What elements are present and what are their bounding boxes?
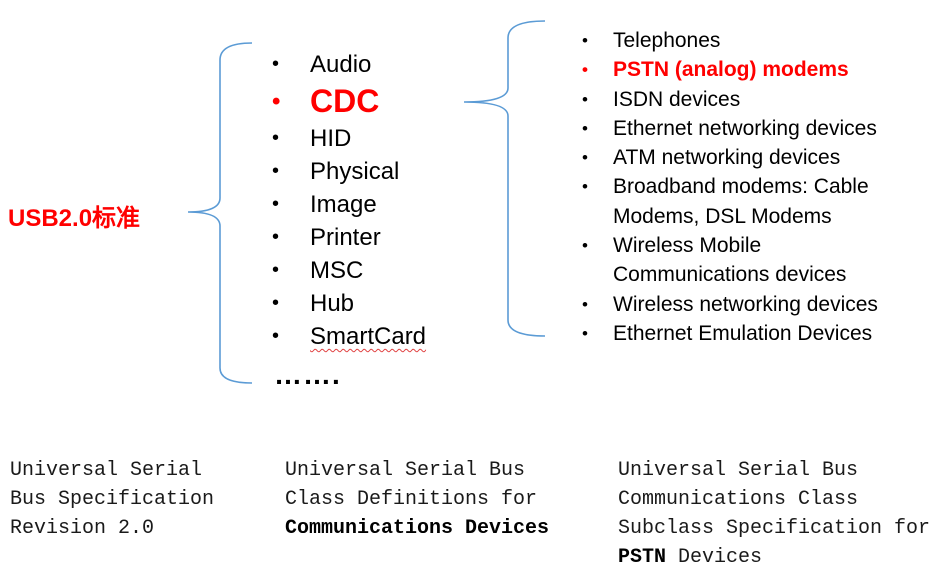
subclass-item-atm: • ATM networking devices: [582, 143, 878, 172]
bullet-icon: •: [582, 177, 588, 197]
bullet-icon: •: [272, 88, 281, 115]
class-label: Audio: [310, 51, 372, 78]
class-label: Physical: [310, 158, 400, 185]
subclass-label-line1: Broadband modems: Cable: [613, 175, 869, 199]
subclass-label-line2: Communications devices: [613, 263, 847, 287]
reference-line-bold: Communications Devices: [285, 517, 550, 540]
bullet-icon: •: [582, 294, 588, 314]
class-item-printer: • Printer: [272, 221, 426, 254]
reference-line-mixed: PSTN Devices: [618, 543, 930, 572]
usb2-standard-label: USB2.0标准: [8, 205, 141, 232]
reference-line-bold-wrap: Communications Devices: [285, 514, 549, 543]
class-label: MSC: [310, 257, 364, 284]
bullet-icon: •: [582, 89, 588, 109]
reference-line: Class Definitions for: [285, 488, 538, 511]
subclass-item-isdn: • ISDN devices: [582, 85, 878, 114]
subclass-label: PSTN (analog) modems: [613, 58, 849, 82]
reference-usb2-spec: Universal Serial Bus Specification Revis…: [10, 456, 214, 543]
subclass-label-line1: Wireless Mobile: [613, 234, 762, 258]
class-item-msc: • MSC: [272, 254, 426, 287]
subclass-label: Wireless networking devices: [613, 292, 878, 316]
reference-line-bold: PSTN: [618, 546, 667, 569]
brace-root-to-classes: [187, 42, 253, 384]
class-label: SmartCard: [310, 323, 427, 350]
subclass-label: ISDN devices: [613, 87, 741, 111]
class-label: HID: [310, 125, 352, 152]
class-label: Printer: [310, 224, 381, 251]
class-item-image: • Image: [272, 188, 426, 221]
bullet-icon: •: [272, 292, 280, 314]
subclass-item-pstn: • PSTN (analog) modems: [582, 55, 878, 84]
subclass-label: Ethernet networking devices: [613, 116, 877, 140]
bullet-icon: •: [582, 236, 588, 256]
bullet-icon: •: [582, 148, 588, 168]
reference-line: Subclass Specification for: [618, 517, 931, 540]
class-label: Image: [310, 191, 377, 218]
class-label: CDC: [310, 83, 380, 119]
subclass-label: Telephones: [613, 29, 721, 52]
bullet-icon: •: [582, 31, 588, 50]
subclass-item-ethernet-emulation: • Ethernet Emulation Devices: [582, 319, 878, 348]
class-item-hid: • HID: [272, 122, 426, 155]
brace-cdc-to-subclasses: [463, 20, 546, 337]
subclass-label: ATM networking devices: [613, 146, 841, 170]
subclass-item-wireless-networking: • Wireless networking devices: [582, 290, 878, 319]
reference-line: Bus Specification: [10, 488, 215, 511]
subclass-label-line2: Modems, DSL Modems: [613, 204, 832, 228]
bullet-icon: •: [272, 193, 280, 215]
bullet-icon: •: [272, 127, 280, 149]
reference-line: Universal Serial: [10, 459, 203, 482]
bullet-icon: •: [272, 53, 280, 75]
bullet-icon: •: [272, 259, 280, 281]
reference-cdc-class-definitions: Universal Serial Bus Class Definitions f…: [285, 456, 549, 543]
bullet-icon: •: [582, 118, 588, 138]
cdc-subclass-list: • Telephones • PSTN (analog) modems • ISDN …: [582, 26, 878, 348]
reference-pstn-subclass-spec: Universal Serial Bus Communications Clas…: [618, 456, 930, 572]
bullet-icon: •: [582, 323, 588, 343]
class-item-smartcard: • SmartCard: [272, 320, 426, 353]
reference-line: Universal Serial Bus: [618, 459, 859, 482]
bullet-icon: •: [272, 226, 280, 248]
class-label: Hub: [310, 290, 355, 317]
class-item-cdc: • CDC: [272, 81, 426, 122]
device-class-list: • Audio • CDC • HID • Physical • Image • Print…: [272, 48, 426, 353]
class-item-physical: • Physical: [272, 155, 426, 188]
class-item-hub: • Hub: [272, 287, 426, 320]
bullet-icon: •: [582, 60, 588, 80]
bullet-icon: •: [272, 325, 280, 347]
class-item-audio: • Audio: [272, 48, 426, 81]
subclass-label: Ethernet Emulation Devices: [613, 321, 873, 345]
subclass-item-telephones: • Telephones: [582, 26, 878, 55]
reference-line-rest: Devices: [666, 546, 763, 569]
reference-line: Communications Class: [618, 488, 859, 511]
reference-line: Revision 2.0: [10, 517, 155, 540]
reference-line: Universal Serial Bus: [285, 459, 526, 482]
subclass-item-ethernet: • Ethernet networking devices: [582, 114, 878, 143]
more-classes-ellipsis: …….: [274, 359, 341, 390]
bullet-icon: •: [272, 160, 280, 182]
